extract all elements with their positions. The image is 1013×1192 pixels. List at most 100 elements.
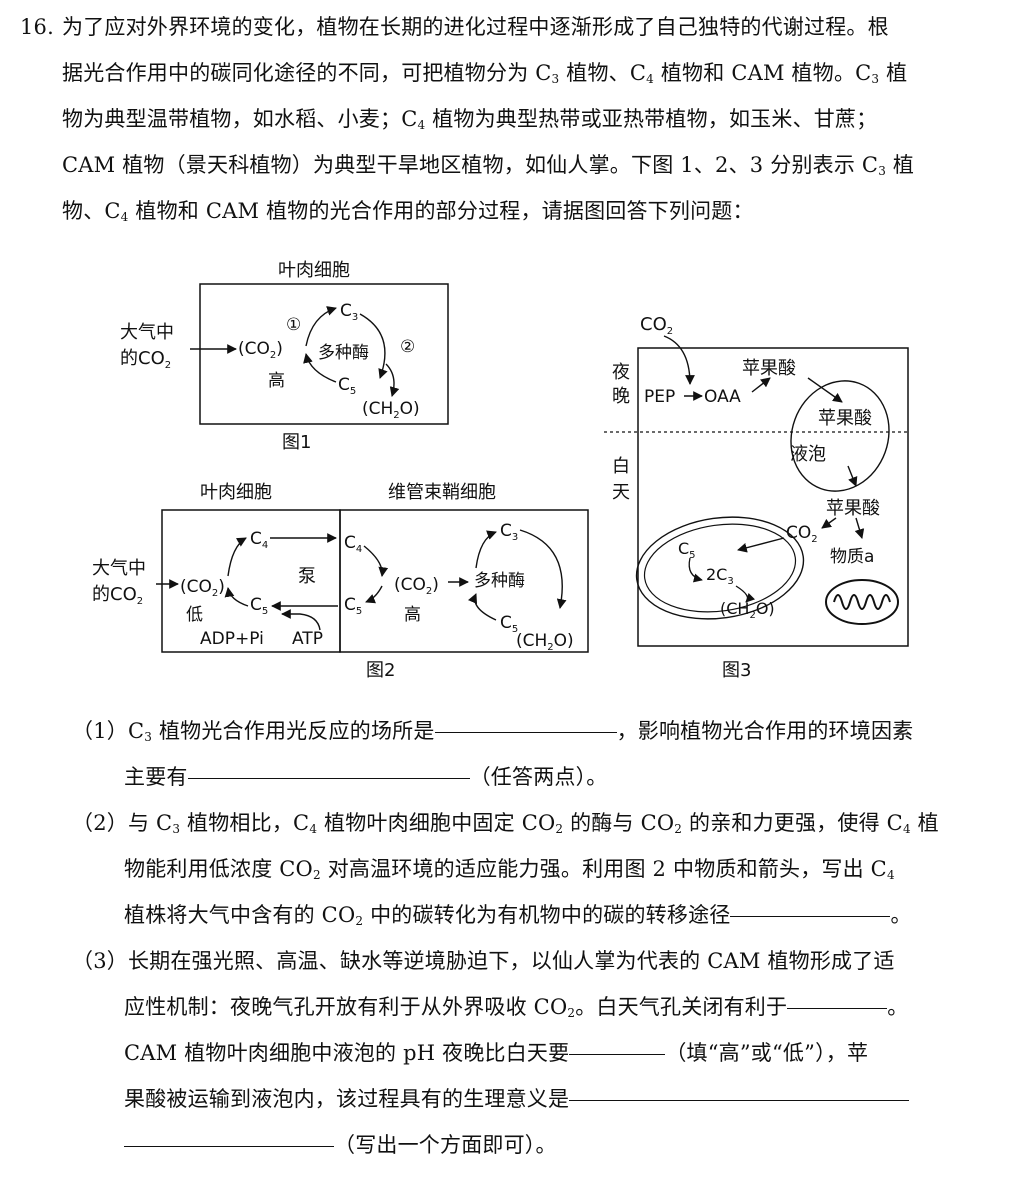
fig1-arrow: [359, 313, 388, 379]
fig1-cell-label: 叶肉细胞: [278, 260, 350, 281]
fig3-malic-1: 苹果酸: [742, 358, 796, 379]
fig2-adp: ADP+Pi: [200, 629, 264, 649]
fig1-c3: C3: [340, 301, 358, 323]
stem-line: 物、C4 植物和 CAM 植物的光合作用的部分过程，请据图回答下列问题：: [62, 199, 754, 224]
fig2-caption: 图2: [366, 660, 395, 681]
fig3-malic-3: 苹果酸: [826, 498, 880, 519]
fig3-arrow: [847, 465, 858, 487]
fig1-atm-label: 大气中: [120, 322, 174, 343]
fig1-co2-label: (CO2): [238, 339, 283, 361]
fig3-c5: C5: [678, 539, 696, 561]
fig2-atp: ATP: [292, 629, 323, 649]
fig3-arrow: [735, 585, 756, 603]
fig1-high-label: 高: [268, 371, 285, 391]
fig2-arrow: [365, 585, 383, 604]
fig2-c3: C3: [500, 521, 518, 543]
fig3-arrow: [751, 377, 771, 393]
sub-question-2-cont: 物能利用低浓度 CO2 对高温环境的适应能力强。利用图 2 中物质和箭头，写出 …: [124, 857, 895, 882]
fig2-enzyme: 多种酶: [474, 571, 525, 591]
fig3-arrow: [807, 377, 843, 403]
fig3-co2-top: CO2: [640, 314, 673, 337]
figure-1: 叶肉细胞 大气中 的CO2 (CO2) 高 ① ② C3 多种酶 C5 (CH2…: [120, 260, 449, 453]
stem-line: CAM 植物（景天科植物）为典型干旱地区植物，如仙人掌。下图 1、2、3 分别表…: [62, 153, 915, 178]
fig3-chloroplast-inner: [643, 523, 797, 613]
fig1-arrow: [303, 353, 337, 383]
fig2-right-label: 维管束鞘细胞: [388, 482, 496, 503]
answer-blank[interactable]: [187, 756, 470, 779]
fig3-arrow: [821, 517, 837, 529]
fig1-arrow: [305, 306, 337, 347]
fig2-arrow: [224, 587, 249, 607]
fig3-substance-a: 物质a: [830, 547, 874, 567]
figure-2: 叶肉细胞 维管束鞘细胞 大气中 的CO2 (CO2) 低 C4 C5 泵 ADP…: [92, 482, 589, 681]
fig3-night-label: 晚: [612, 386, 630, 407]
sub-question-3-cont: （写出一个方面即可）。: [124, 1122, 557, 1168]
sub-question-1: （1）C3 植物光合作用光反应的场所是 ，影响植物光合作用的环境因素: [72, 708, 913, 760]
fig1-caption: 图1: [282, 432, 311, 453]
question-number: 16.: [20, 15, 54, 39]
fig3-oaa: OAA: [704, 387, 741, 407]
answer-blank[interactable]: [730, 894, 891, 917]
fig2-atm-label: 的CO2: [92, 584, 143, 607]
fig3-vacuole-label: 液泡: [790, 444, 826, 465]
fig3-arrow: [737, 537, 785, 553]
fig2-arrow: [468, 593, 497, 621]
stem-line: 为了应对外界环境的变化，植物在长期的进化过程中逐渐形成了自己独特的代谢过程。根: [62, 15, 889, 39]
fig3-arrow: [688, 557, 703, 583]
fig3-malic-2: 苹果酸: [818, 408, 872, 429]
fig2-ch2o: (CH2O): [516, 631, 574, 653]
fig2-co2-high: (CO2): [394, 575, 439, 597]
fig2-arrow: [281, 609, 321, 631]
fig1-c5: C5: [338, 375, 356, 397]
fig2-low-label: 低: [186, 605, 203, 625]
fig2-c4-right: C4: [344, 533, 362, 555]
fig1-arrow: [385, 363, 400, 397]
fig2-left-label: 叶肉细胞: [200, 482, 272, 503]
fig2-c5-right: C5: [344, 595, 362, 617]
stem-line: 物为典型温带植物，如水稻、小麦；C4 植物为典型热带或亚热带植物，如玉米、甘蔗；: [62, 107, 878, 132]
fig3-arrow: [663, 335, 695, 385]
fig2-atm-label: 大气中: [92, 558, 146, 579]
figures: 叶肉细胞 大气中 的CO2 (CO2) 高 ① ② C3 多种酶 C5 (CH2…: [92, 260, 910, 681]
fig3-chloroplast-outer: [635, 516, 805, 620]
sub-question-2: （2）与 C3 植物相比，C4 植物叶肉细胞中固定 CO2 的酶与 CO2 的亲…: [72, 811, 939, 836]
fig3-mitochondrion: [825, 579, 899, 625]
answer-blank[interactable]: [569, 1032, 666, 1055]
stem-line: 据光合作用中的碳同化途径的不同，可把植物分为 C3 植物、C4 植物和 CAM …: [62, 61, 908, 86]
fig2-c5: C5: [250, 595, 268, 617]
fig1-atm-label: 的CO2: [120, 348, 171, 371]
sub-question-2-cont: 植株将大气中含有的 CO2 中的碳转化为有机物中的碳的转移途径 。: [124, 892, 912, 944]
fig1-ch2o: (CH2O): [362, 399, 420, 421]
fig3-cell-box: [637, 347, 909, 647]
fig3-day-label: 白: [612, 456, 630, 477]
fig1-cell-box: [199, 283, 449, 425]
fig2-c4: C4: [250, 529, 268, 551]
sub-question-3-cont: 应性机制：夜晚气孔开放有利于从外界吸收 CO2。白天气孔关闭有利于 。: [124, 984, 908, 1036]
answer-blank[interactable]: [569, 1078, 910, 1101]
fig2-arrow: [475, 530, 497, 569]
sub-question-3: （3）长期在强光照、高温、缺水等逆境胁迫下，以仙人掌为代表的 CAM 植物形成了…: [72, 949, 895, 973]
fig1-step1: ①: [286, 315, 301, 335]
fig1-step2: ②: [400, 337, 415, 357]
fig3-arrow: [854, 517, 865, 539]
fig2-arrow: [363, 545, 389, 577]
fig2-sheath-box: [339, 509, 589, 653]
fig3-ch2o: (CH2O): [720, 599, 775, 621]
fig2-arrow: [519, 529, 567, 609]
fig3-2c3: 2C3: [706, 565, 734, 587]
fig3-caption: 图3: [722, 660, 751, 681]
fig2-arrow: [227, 537, 247, 577]
fig3-co2-mid: CO2: [786, 523, 818, 545]
sub-question-1-cont: 主要有 （任答两点）。: [124, 754, 608, 800]
fig2-c5-cycle: C5: [500, 613, 518, 635]
answer-blank[interactable]: [124, 1124, 334, 1147]
fig2-high-label: 高: [404, 605, 421, 625]
answer-blank[interactable]: [434, 710, 617, 733]
sub-question-3-cont: CAM 植物叶肉细胞中液泡的 pH 夜晚比白天要 （填“高”或“低”），苹: [124, 1030, 868, 1076]
sub-question-3-cont: 果酸被运输到液泡内，该过程具有的生理意义是: [124, 1076, 910, 1122]
fig3-day-label: 天: [612, 482, 630, 503]
answer-blank[interactable]: [787, 986, 888, 1009]
fig3-night-label: 夜: [612, 362, 630, 383]
fig3-pep: PEP: [644, 387, 675, 407]
